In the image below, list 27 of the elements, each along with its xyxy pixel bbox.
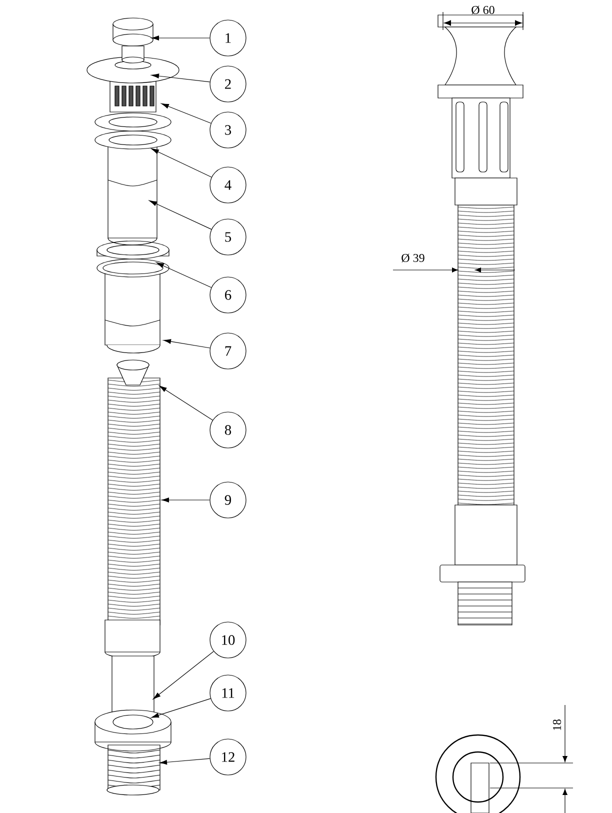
dimension-label: Ø 60 bbox=[472, 6, 494, 14]
leader-line bbox=[156, 262, 212, 288]
callout-number: 9 bbox=[210, 482, 246, 518]
callout-number: 3 bbox=[210, 112, 246, 148]
leader-line bbox=[159, 386, 213, 420]
callout-number: 10 bbox=[210, 622, 246, 658]
leader-line bbox=[149, 200, 212, 230]
leader-line bbox=[151, 74, 210, 82]
dimension-label: 18 bbox=[552, 719, 562, 730]
leader-line bbox=[161, 498, 210, 502]
callout-number: 6 bbox=[210, 276, 246, 314]
callout-number: 12 bbox=[210, 738, 246, 776]
callout-number: 11 bbox=[210, 674, 246, 712]
leader-line bbox=[163, 339, 210, 348]
callout-number: 2 bbox=[210, 66, 246, 102]
leader-line bbox=[151, 698, 211, 718]
leader-line bbox=[159, 758, 210, 765]
callout-number: 5 bbox=[210, 218, 246, 256]
leader-line bbox=[151, 36, 210, 40]
leader-line bbox=[152, 651, 214, 700]
leader-line bbox=[151, 148, 212, 178]
callout-number: 7 bbox=[210, 332, 246, 370]
callout-number: 1 bbox=[210, 20, 246, 56]
callout-number: 4 bbox=[210, 166, 246, 204]
dimension-label: Ø 39 bbox=[402, 254, 424, 262]
leader-line bbox=[161, 103, 212, 124]
callout-number: 8 bbox=[210, 412, 246, 448]
